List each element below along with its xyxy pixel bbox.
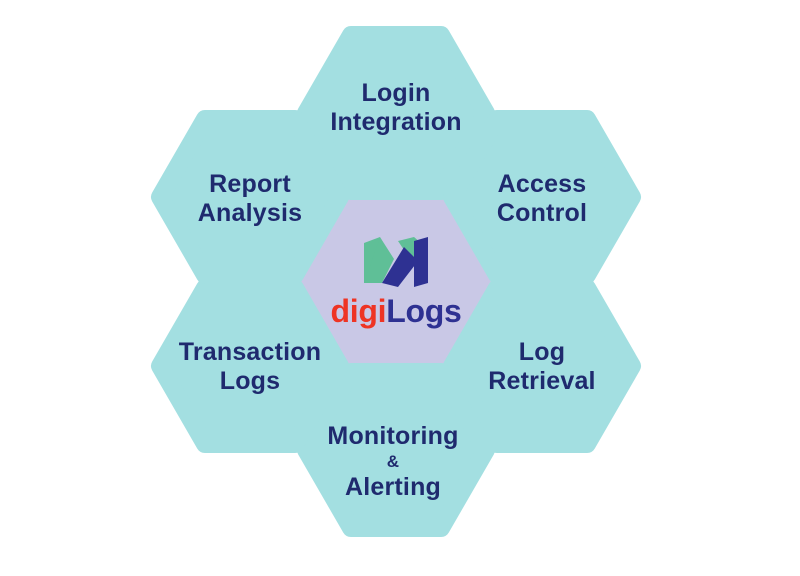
report-analysis-hexagon [151,110,349,284]
log-retrieval-label: Log Retrieval [457,338,627,396]
report-analysis-label: Report Analysis [165,170,335,228]
report-analysis-line1: Report [209,170,291,198]
digilogs-logo-icon [364,237,428,287]
monitoring-alerting-ampersand: & [386,452,400,471]
login-integration-line1: Login [361,79,431,107]
monitoring-alerting-label: Monitoring & Alerting [308,422,478,502]
monitoring-alerting-line2: Alerting [344,473,442,501]
brand-wordmark: digiLogs [311,293,481,329]
digilogs-logo: digiLogs [311,235,481,329]
login-integration-hexagon [297,26,495,200]
report-analysis-line2: Analysis [197,199,303,227]
access-control-hexagon [443,110,641,284]
transaction-logs-line1: Transaction [178,338,322,366]
access-control-label: Access Control [457,170,627,228]
monitoring-alerting-line1: Monitoring [327,422,459,450]
access-control-line1: Access [497,170,587,198]
log-retrieval-hexagon [443,279,641,453]
access-control-line2: Control [496,199,588,227]
transaction-logs-line2: Logs [219,367,281,395]
log-retrieval-line1: Log [518,338,566,366]
brand-wordmark-logs: Logs [386,293,462,329]
log-retrieval-line2: Retrieval [488,367,596,395]
brand-wordmark-digi: digi [330,293,387,329]
transaction-logs-hexagon [151,279,349,453]
login-integration-line2: Integration [330,108,462,136]
monitoring-alerting-hexagon [297,363,495,537]
login-integration-label: Login Integration [311,79,481,137]
transaction-logs-label: Transaction Logs [165,338,335,396]
